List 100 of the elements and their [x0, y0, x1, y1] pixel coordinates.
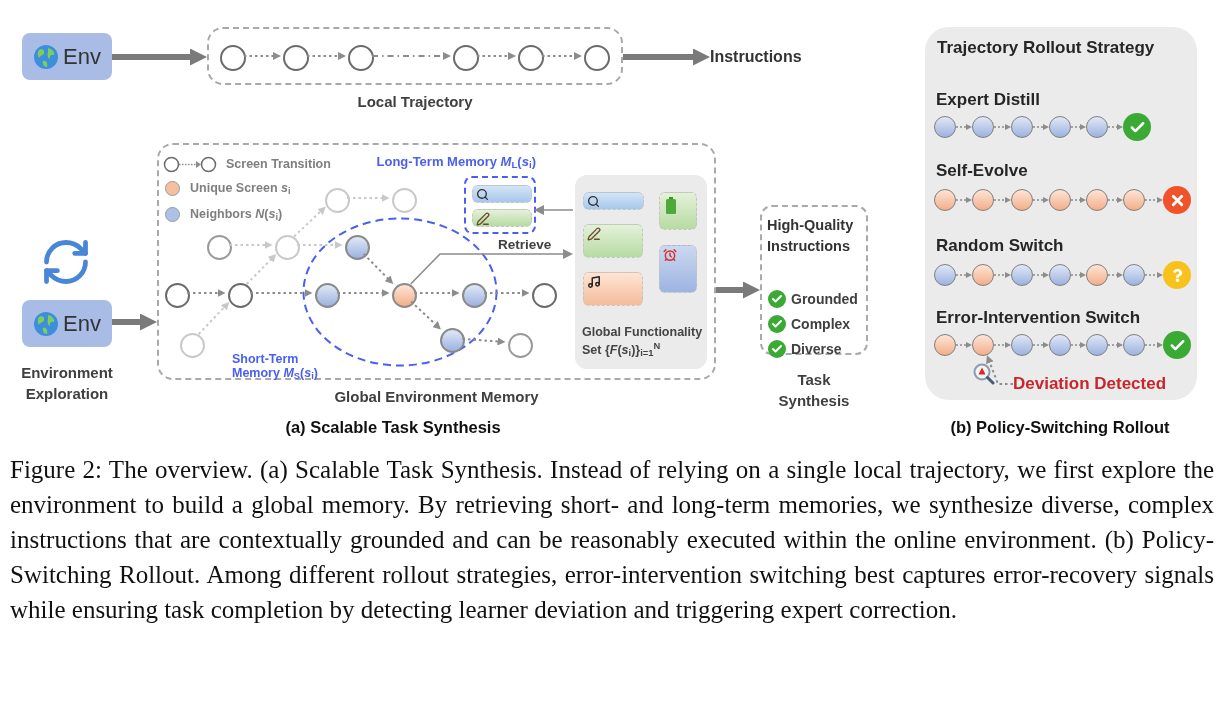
transition-arrow — [197, 302, 230, 335]
screen-node — [314, 282, 340, 308]
functionality-set-panel — [575, 175, 707, 369]
app-card — [583, 192, 644, 210]
transition-arrow — [993, 341, 1011, 349]
transition-arrow — [362, 252, 394, 285]
transition-arrow — [249, 289, 313, 297]
warning-text: Deviation Detected — [1013, 372, 1185, 396]
panel-title: Trajectory Rollout Strategy — [937, 37, 1155, 59]
screen-node — [461, 282, 487, 308]
screen-node — [972, 116, 994, 138]
quality-item: Grounded — [791, 290, 858, 308]
screen-node — [1011, 116, 1033, 138]
screen-node — [934, 264, 956, 286]
strategy-name: Random Switch — [936, 235, 1064, 257]
legend-text: Neighbors N(s$_{i}$) — [190, 206, 283, 223]
app-card — [659, 192, 697, 230]
screen-node — [164, 282, 190, 308]
transition-arrow — [541, 52, 582, 60]
quality-item: Diverse — [791, 340, 842, 358]
retrieve-arrow — [409, 249, 573, 285]
transition-arrow — [1070, 196, 1086, 204]
flow-arrow — [112, 48, 207, 66]
node-caption: Task Synthesis — [777, 370, 851, 411]
node-text: Env — [63, 312, 101, 335]
transition-arrow — [410, 300, 441, 330]
output-text: Instructions — [710, 45, 820, 69]
figure-caption: Figure 2: The overview. (a) Scalable Task Synthesis. Instead of relying on a single local trajectory, we first explore the environment to build a global memory. By retrieving short- and long-term memories, we synthesize diverse, complex instructions that are contextually grounded and can be reasonably executed within the online environment. (b) Policy-Switching Rollout. Among different rollout strategies, error-intervention switching best captures error-recovery signals while ensuring task completion by detecting learner deviation and triggering expert correction. — [10, 455, 1214, 625]
node-caption: Environment Exploration — [20, 363, 114, 404]
screen-node — [391, 282, 417, 308]
screen-node — [220, 45, 246, 71]
screen-node — [453, 45, 479, 71]
group-title: Global Environment Memory — [333, 387, 540, 407]
screen-node — [934, 116, 956, 138]
transition-arrow — [1070, 271, 1086, 279]
transition-arrow — [1107, 271, 1123, 279]
strategy-panel — [925, 27, 1197, 400]
transition-arrow — [955, 341, 972, 349]
transition-arrow — [1032, 123, 1049, 131]
transition-arrow — [1107, 123, 1123, 131]
screen-node — [1086, 334, 1108, 356]
screen-node — [934, 189, 956, 211]
transition-arrow — [1107, 196, 1123, 204]
transition-arrow — [293, 206, 326, 238]
screen-node — [1011, 189, 1033, 211]
transition-arrow — [483, 289, 530, 297]
transition-arrow — [1144, 341, 1163, 349]
env-box — [22, 33, 112, 80]
transition-arrow — [413, 289, 460, 297]
transition-arrow — [1070, 341, 1086, 349]
transition-arrow — [371, 52, 451, 60]
screen-node — [324, 187, 350, 213]
screen-node — [531, 282, 557, 308]
screen-node — [507, 332, 533, 358]
screen-node — [283, 45, 309, 71]
transition-arrow — [228, 241, 273, 249]
screen-node — [227, 282, 253, 308]
screen-node — [518, 45, 544, 71]
screen-node — [274, 234, 300, 260]
screen-node — [344, 234, 370, 260]
transition-arrow — [993, 123, 1011, 131]
screen-node — [1049, 189, 1071, 211]
section-caption: (a) Scalable Task Synthesis — [285, 417, 501, 438]
transition-arrow — [461, 337, 506, 346]
transition-arrow — [186, 289, 226, 297]
transition-arrow — [955, 123, 972, 131]
screen-node — [1049, 334, 1071, 356]
screen-node — [934, 334, 956, 356]
transition-arrow — [955, 271, 972, 279]
app-card — [472, 209, 532, 227]
screen-node — [972, 264, 994, 286]
transition-arrow — [534, 205, 574, 215]
quality-item: Complex — [791, 315, 851, 333]
group-title: Local Trajectory — [356, 92, 474, 112]
flow-arrow — [716, 281, 760, 299]
transition-arrow — [1070, 123, 1086, 131]
screen-node — [1049, 264, 1071, 286]
flow-arrow — [623, 48, 710, 66]
transition-arrow — [955, 196, 972, 204]
transition-arrow — [336, 289, 390, 297]
transition-arrow — [1032, 341, 1049, 349]
strategy-name: Expert Distill — [936, 89, 1040, 111]
screen-node — [1011, 264, 1033, 286]
transition-arrow — [993, 271, 1011, 279]
screen-node — [206, 234, 232, 260]
screen-node — [1123, 334, 1145, 356]
screen-node — [1086, 116, 1108, 138]
transition-arrow — [1032, 196, 1049, 204]
strategy-name: Error-Intervention Switch — [936, 307, 1141, 329]
screen-node — [1086, 264, 1108, 286]
screen-node — [1123, 189, 1145, 211]
node-text: Env — [63, 45, 101, 68]
memory-title: Long-Term Memory M$_{L}$(s$_{i}$) — [376, 153, 536, 171]
strategy-name: Self-Evolve — [936, 160, 1028, 182]
transition-arrow — [243, 52, 281, 60]
transition-arrow — [1107, 341, 1123, 349]
transition-arrow — [245, 253, 277, 286]
screen-node — [1011, 334, 1033, 356]
screen-node — [391, 187, 417, 213]
transition-arrow — [993, 196, 1011, 204]
